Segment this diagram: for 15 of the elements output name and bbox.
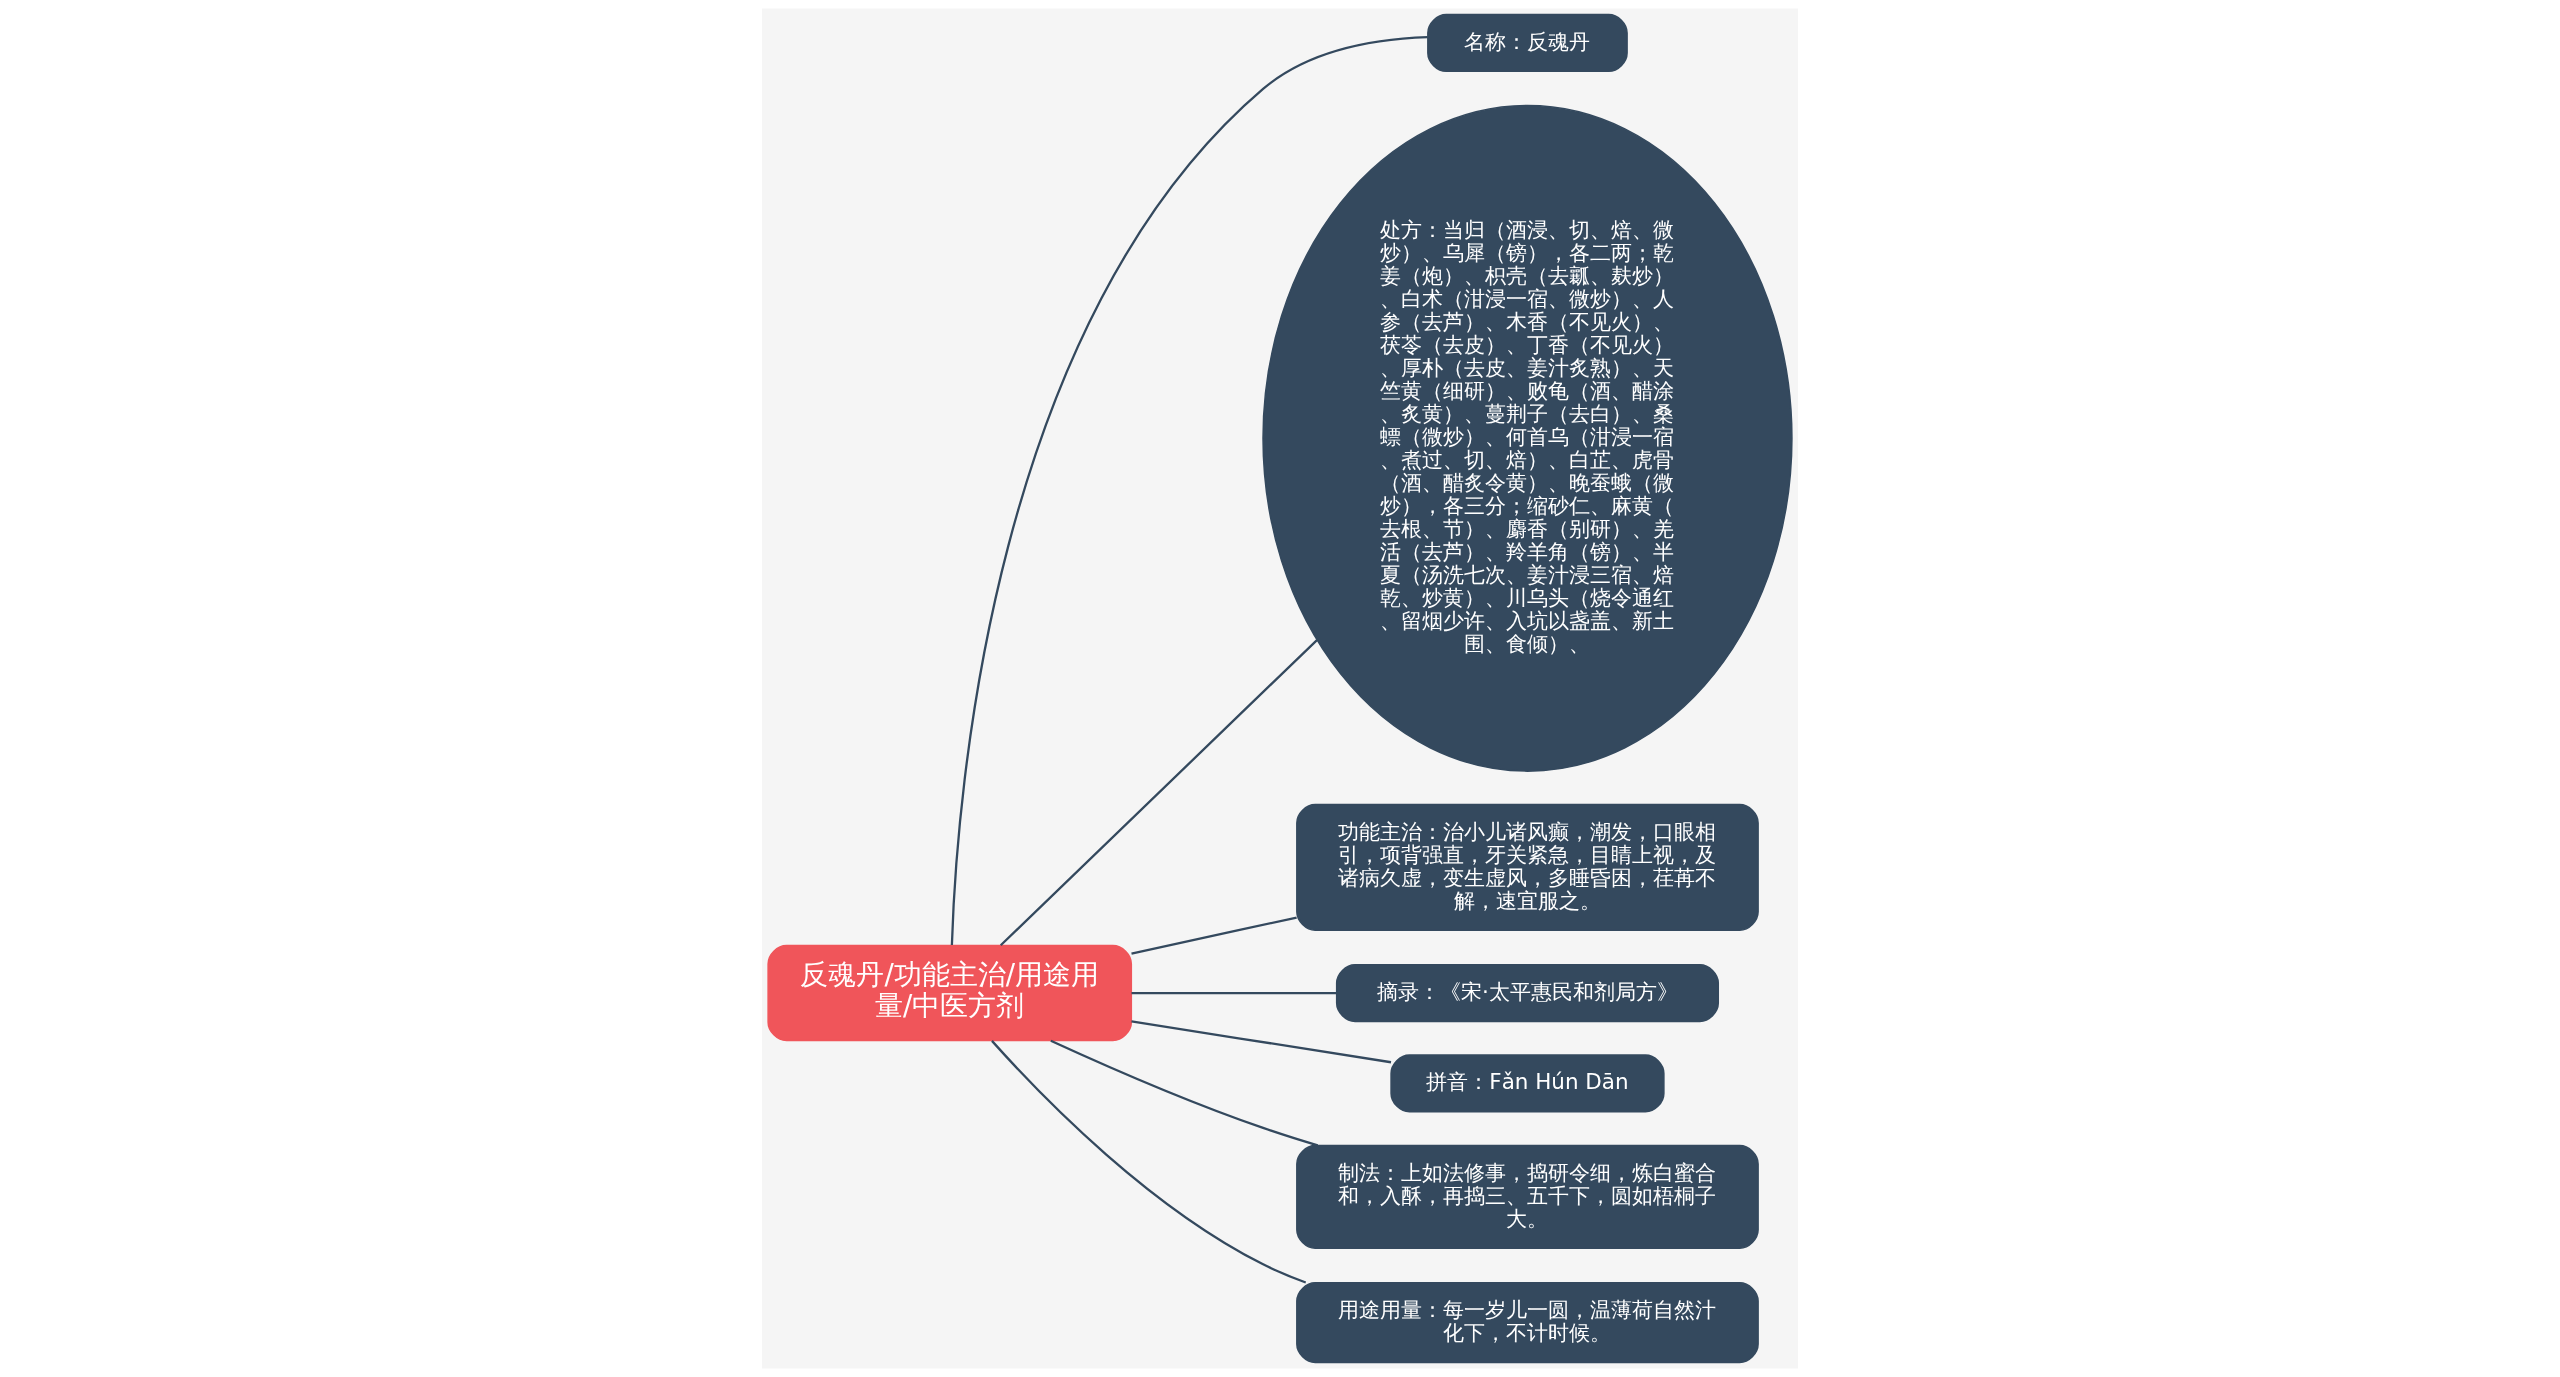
node-box: 制法：上如法修事，捣研令细，炼白蜜合和，入酥，再捣三、五千下，圆如梧桐子大。 — [1296, 1144, 1759, 1249]
node-box: 摘录：《宋·太平惠民和剂局方》 — [1335, 963, 1719, 1023]
node-box: 功能主治：治小儿诸风癫，潮发，口眼相引，项背强直，牙关紧急，目睛上视，及诸病久虚，变生虚风，多睡昏困，荏苒不解，速宜服之。 — [1296, 803, 1759, 931]
connector — [950, 36, 1428, 946]
connector — [1050, 1039, 1319, 1147]
node-box: 名称：反魂丹 — [1427, 13, 1628, 73]
connector — [1131, 991, 1337, 995]
connector — [991, 1040, 1307, 1284]
node-box: 拼音：Fǎn Hún Dān — [1390, 1054, 1665, 1113]
connector — [1131, 1020, 1392, 1064]
connector — [999, 639, 1318, 947]
node-box: 反魂丹/功能主治/用途用量/中医方剂 — [767, 944, 1133, 1042]
node-ellipse: 处方：当归（酒浸、切、焙、微炒）、乌犀（镑），各二两；乾姜（炮）、枳壳（去瓤、麸炒）、白术（泔浸一宿、微炒）、人参（去芦）、木香（不见火）、茯苓（去皮）、丁香（不见火）、厚朴（去皮、姜汁炙熟）、天竺黄（细研）、败龟（酒、醋涂、炙黄）、蔓荆子（去白）、桑螵（微炒）、何首乌（泔浸一宿、煮过、切、焙）、白芷、虎骨（酒、醋炙令黄）、晚蚕蛾（微炒），各三分；缩砂仁、麻黄（去根、节）、麝香（别研）、羌活（去芦）、羚羊角（镑）、半夏（汤洗七次、姜汁浸三宿、焙乾、炒黄）、川乌头（烧令通红、留烟少许、入坑以盏盖、新土围、食倾）、 — [1262, 104, 1793, 772]
node-box: 用途用量：每一岁儿一圆，温薄荷自然汁化下，不计时候。 — [1296, 1281, 1759, 1364]
connector — [1131, 916, 1297, 955]
